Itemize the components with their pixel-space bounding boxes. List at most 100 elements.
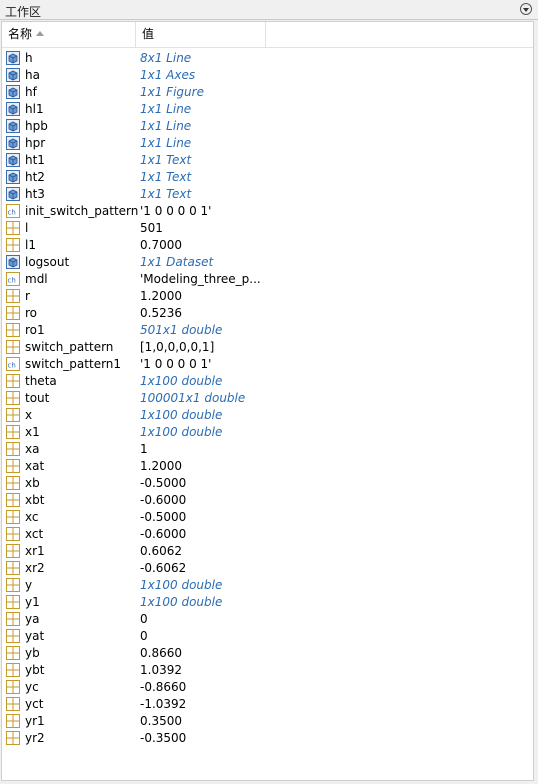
panel-menu-button[interactable]	[520, 3, 532, 15]
char-icon: ch	[6, 357, 20, 371]
column-header-name[interactable]: 名称	[2, 22, 136, 47]
variable-row[interactable]: xbt -0.6000	[2, 492, 533, 509]
variable-row[interactable]: h 8x1 Line	[2, 50, 533, 67]
variable-name: init_switch_pattern	[25, 204, 139, 218]
variable-row[interactable]: xat 1.2000	[2, 458, 533, 475]
workspace-titlebar: 工作区	[0, 0, 538, 20]
object-icon	[6, 255, 20, 269]
variable-row[interactable]: ybt 1.0392	[2, 662, 533, 679]
variable-value: 1x100 double	[140, 595, 223, 609]
variable-row[interactable]: yc -0.8660	[2, 679, 533, 696]
variable-row[interactable]: yr1 0.3500	[2, 713, 533, 730]
variable-row[interactable]: xr1 0.6062	[2, 543, 533, 560]
variable-row[interactable]: ch mdl 'Modeling_three_p...	[2, 271, 533, 288]
variable-row[interactable]: xr2 -0.6062	[2, 560, 533, 577]
variable-value: 1x100 double	[140, 578, 223, 592]
variable-row[interactable]: hpr 1x1 Line	[2, 135, 533, 152]
variable-name: ro	[25, 306, 38, 320]
variable-row[interactable]: ht1 1x1 Text	[2, 152, 533, 169]
variable-value: -1.0392	[140, 697, 187, 711]
variable-row[interactable]: yat 0	[2, 628, 533, 645]
variable-name: logsout	[25, 255, 70, 269]
object-icon	[6, 85, 20, 99]
variable-value: 0.6062	[140, 544, 182, 558]
variable-value: 1x1 Dataset	[140, 255, 214, 269]
object-icon	[6, 136, 20, 150]
svg-text:ch: ch	[8, 277, 16, 285]
variable-value: 1.0392	[140, 663, 182, 677]
variable-row[interactable]: ro 0.5236	[2, 305, 533, 322]
variable-row[interactable]: yct -1.0392	[2, 696, 533, 713]
variable-row[interactable]: switch_pattern [1,0,0,0,0,1]	[2, 339, 533, 356]
variable-value: 1.2000	[140, 289, 182, 303]
variable-row[interactable]: ro1 501x1 double	[2, 322, 533, 339]
variable-row[interactable]: x1 1x100 double	[2, 424, 533, 441]
variable-row[interactable]: hf 1x1 Figure	[2, 84, 533, 101]
variable-row[interactable]: xc -0.5000	[2, 509, 533, 526]
variable-name: h	[25, 51, 33, 65]
object-icon	[6, 119, 20, 133]
variable-row[interactable]: y 1x100 double	[2, 577, 533, 594]
variable-row[interactable]: hpb 1x1 Line	[2, 118, 533, 135]
variable-row[interactable]: yb 0.8660	[2, 645, 533, 662]
matrix-icon	[6, 391, 20, 405]
variable-name: hl1	[25, 102, 44, 116]
column-header-value[interactable]: 值	[136, 22, 266, 47]
variable-name: y1	[25, 595, 40, 609]
variable-row[interactable]: ht2 1x1 Text	[2, 169, 533, 186]
variable-row[interactable]: ch switch_pattern1 '1 0 0 0 0 1'	[2, 356, 533, 373]
variable-row[interactable]: ya 0	[2, 611, 533, 628]
variable-row[interactable]: l1 0.7000	[2, 237, 533, 254]
variable-name: ya	[25, 612, 40, 626]
variable-name: yc	[25, 680, 39, 694]
variable-row[interactable]: x 1x100 double	[2, 407, 533, 424]
matrix-icon	[6, 544, 20, 558]
column-header-name-label: 名称	[8, 27, 33, 41]
object-icon	[6, 102, 20, 116]
matrix-icon	[6, 578, 20, 592]
variable-name: ha	[25, 68, 40, 82]
variable-value: -0.6000	[140, 493, 187, 507]
variable-value: -0.5000	[140, 476, 187, 490]
svg-text:ch: ch	[8, 362, 16, 370]
variable-row[interactable]: y1 1x100 double	[2, 594, 533, 611]
variable-name: mdl	[25, 272, 48, 286]
variable-row[interactable]: ha 1x1 Axes	[2, 67, 533, 84]
char-icon: ch	[6, 204, 20, 218]
variable-name: xb	[25, 476, 40, 490]
variable-value: 1x1 Axes	[140, 68, 196, 82]
variable-name: x	[25, 408, 33, 422]
column-header-value-label: 值	[142, 27, 155, 41]
variable-value: 1x1 Text	[140, 170, 192, 184]
matrix-icon	[6, 629, 20, 643]
variable-value: 1x1 Line	[140, 136, 192, 150]
matrix-icon	[6, 289, 20, 303]
variable-row[interactable]: ch init_switch_pattern '1 0 0 0 0 1'	[2, 203, 533, 220]
variable-value: 0.5236	[140, 306, 182, 320]
object-icon	[6, 68, 20, 82]
variable-value: 'Modeling_three_p...	[140, 272, 261, 286]
variable-value: '1 0 0 0 0 1'	[140, 204, 212, 218]
variable-row[interactable]: tout 100001x1 double	[2, 390, 533, 407]
variable-row[interactable]: xct -0.6000	[2, 526, 533, 543]
variable-row[interactable]: xa 1	[2, 441, 533, 458]
panel-title: 工作区	[5, 5, 42, 19]
variable-row[interactable]: hl1 1x1 Line	[2, 101, 533, 118]
column-header: 名称 值	[2, 22, 533, 48]
variable-row[interactable]: l 501	[2, 220, 533, 237]
variable-row[interactable]: logsout 1x1 Dataset	[2, 254, 533, 271]
variable-value: 0.8660	[140, 646, 182, 660]
variable-row[interactable]: xb -0.5000	[2, 475, 533, 492]
variable-row[interactable]: r 1.2000	[2, 288, 533, 305]
variable-name: yat	[25, 629, 45, 643]
matrix-icon	[6, 527, 20, 541]
variable-value: 100001x1 double	[140, 391, 246, 405]
variable-row[interactable]: theta 1x100 double	[2, 373, 533, 390]
variable-value: -0.6062	[140, 561, 187, 575]
variable-row[interactable]: ht3 1x1 Text	[2, 186, 533, 203]
variable-value: [1,0,0,0,0,1]	[140, 340, 215, 354]
variable-row[interactable]: yr2 -0.3500	[2, 730, 533, 747]
variable-value: 501	[140, 221, 163, 235]
variable-value: 0.3500	[140, 714, 182, 728]
sort-ascending-icon	[36, 31, 45, 36]
